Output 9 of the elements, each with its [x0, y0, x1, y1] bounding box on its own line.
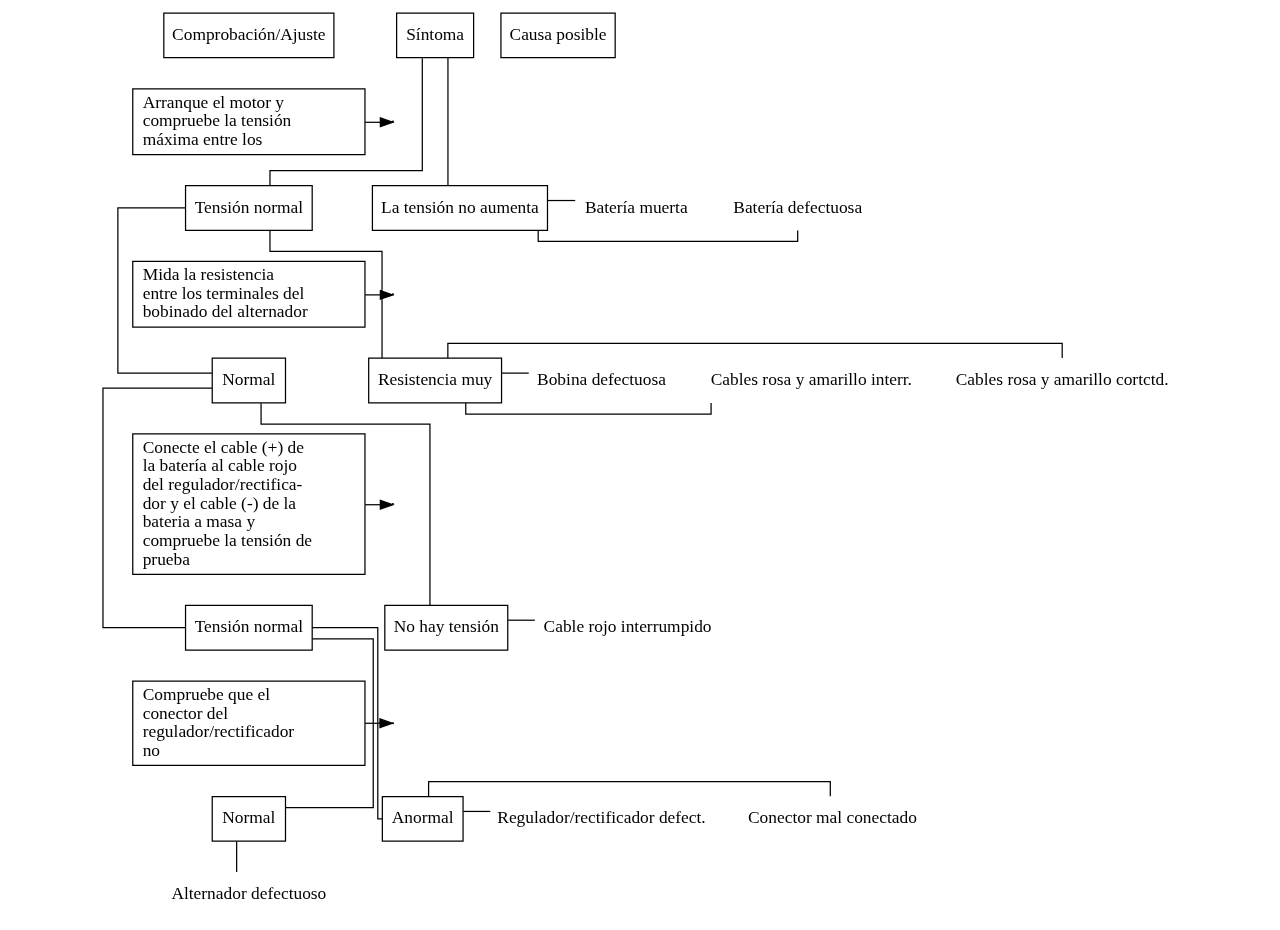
node-text: Batería muerta [584, 197, 688, 217]
node-text: Cables rosa y amarillo interr. [710, 370, 912, 390]
node-text: Bobina defectuosa [537, 370, 666, 390]
node-text: Cables rosa y amarillo cortctd. [955, 370, 1169, 390]
node-text: Regulador/rectificador defect. [497, 808, 706, 828]
node-text: Alternador defectuoso [171, 884, 327, 904]
node-text: Conector mal conectado [748, 808, 917, 828]
node-text: Cable rojo interrumpido [543, 617, 712, 637]
node-text: Batería defectuosa [733, 197, 863, 217]
